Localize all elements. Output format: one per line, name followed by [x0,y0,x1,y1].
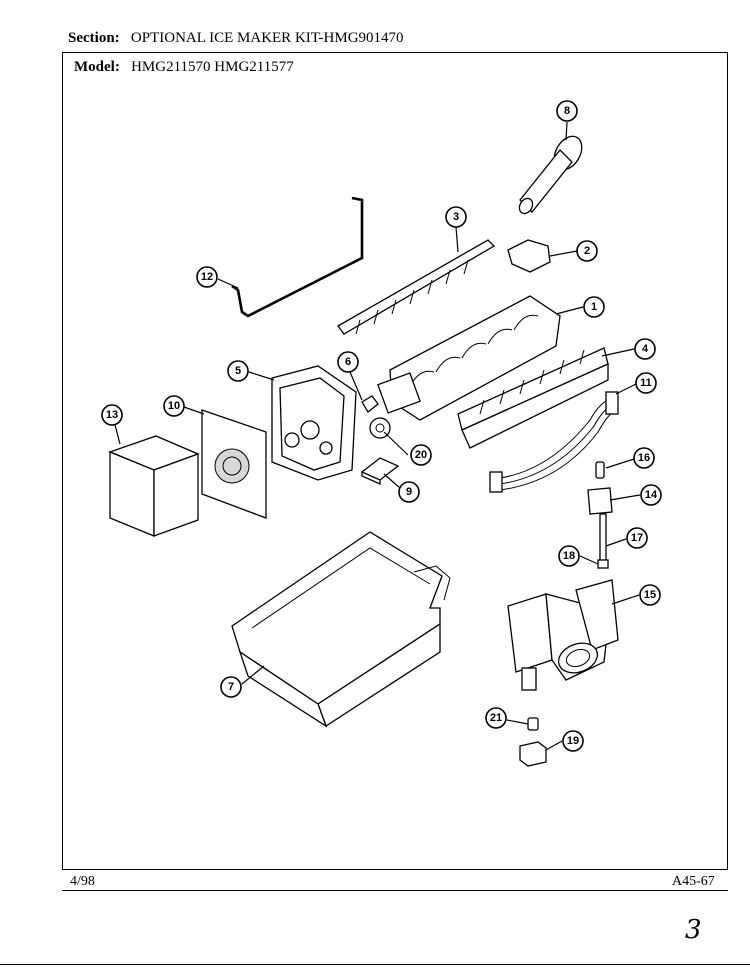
callout-12: 12 [196,266,218,288]
svg-text:10: 10 [168,400,180,412]
svg-text:18: 18 [563,550,575,562]
callout-14: 14 [640,484,662,506]
svg-text:20: 20 [415,449,427,461]
tube-fitting-parts [587,461,613,569]
svg-text:7: 7 [228,681,234,693]
shutoff-arm-part [231,196,364,318]
svg-text:8: 8 [564,105,570,117]
bracket-part [360,457,400,486]
mold-part [377,295,561,421]
page-bottom-line [0,964,750,965]
svg-text:16: 16 [638,452,650,464]
svg-text:5: 5 [235,365,241,377]
footer-date: 4/98 [70,874,95,889]
ejector-part [337,239,496,335]
svg-text:13: 13 [106,409,118,421]
callout-4: 4 [634,338,656,360]
svg-text:17: 17 [631,532,643,544]
callout-13: 13 [101,404,123,426]
cover-plate-part [201,409,267,519]
svg-text:2: 2 [584,245,590,257]
callout-2: 2 [576,240,598,262]
svg-text:3: 3 [453,211,459,223]
svg-text:4: 4 [642,343,649,355]
callout-15: 15 [639,584,661,606]
svg-text:12: 12 [201,271,213,283]
callout-9: 9 [398,481,420,503]
svg-text:9: 9 [406,486,412,498]
svg-text:21: 21 [490,712,502,724]
wiring-harness-part [489,391,619,493]
callout-18: 18 [558,545,580,567]
callout-21: 21 [485,707,507,729]
callout-8: 8 [556,100,578,122]
callout-17: 17 [626,527,648,549]
bearing-part [507,239,551,273]
water-valve-part [507,579,619,691]
diagram-frame [62,52,728,870]
section-value: OPTIONAL ICE MAKER KIT-HMG901470 [130,30,404,46]
section-label: Section: [68,30,120,46]
callout-11: 11 [635,372,657,394]
front-cover-part [108,435,200,537]
footer-page-code: A45-67 [672,874,715,889]
control-housing-part [271,365,357,481]
leader-lines [114,121,641,751]
corner-page-mark: 3 [685,915,702,945]
svg-text:15: 15 [644,589,656,601]
shutoff-spring-part [361,395,379,413]
callout-3: 3 [445,206,467,228]
callout-19: 19 [562,730,584,752]
callout-7: 7 [220,676,242,698]
svg-text:6: 6 [345,356,351,368]
callout-20: 20 [410,444,432,466]
footer-rule [62,890,728,891]
callout-16: 16 [633,447,655,469]
svg-text:1: 1 [591,301,597,313]
callout-5: 5 [227,360,249,382]
model-label: Model: [74,59,120,75]
section-line: Section: OPTIONAL ICE MAKER KIT-HMG90147… [68,30,404,47]
ice-bucket-part [231,531,451,728]
callout-10: 10 [163,395,185,417]
compression-nut-part [519,741,547,767]
fill-tube-part [518,135,583,215]
insert-part [527,717,539,731]
callout-1: 1 [583,296,605,318]
stripper-part [457,347,609,449]
model-line: Model: HMG211570 HMG211577 [74,59,294,76]
svg-text:11: 11 [640,377,652,389]
callout-6: 6 [337,351,359,373]
model-value: HMG211570 HMG211577 [131,59,294,75]
svg-text:19: 19 [567,735,579,747]
svg-text:14: 14 [645,489,658,501]
